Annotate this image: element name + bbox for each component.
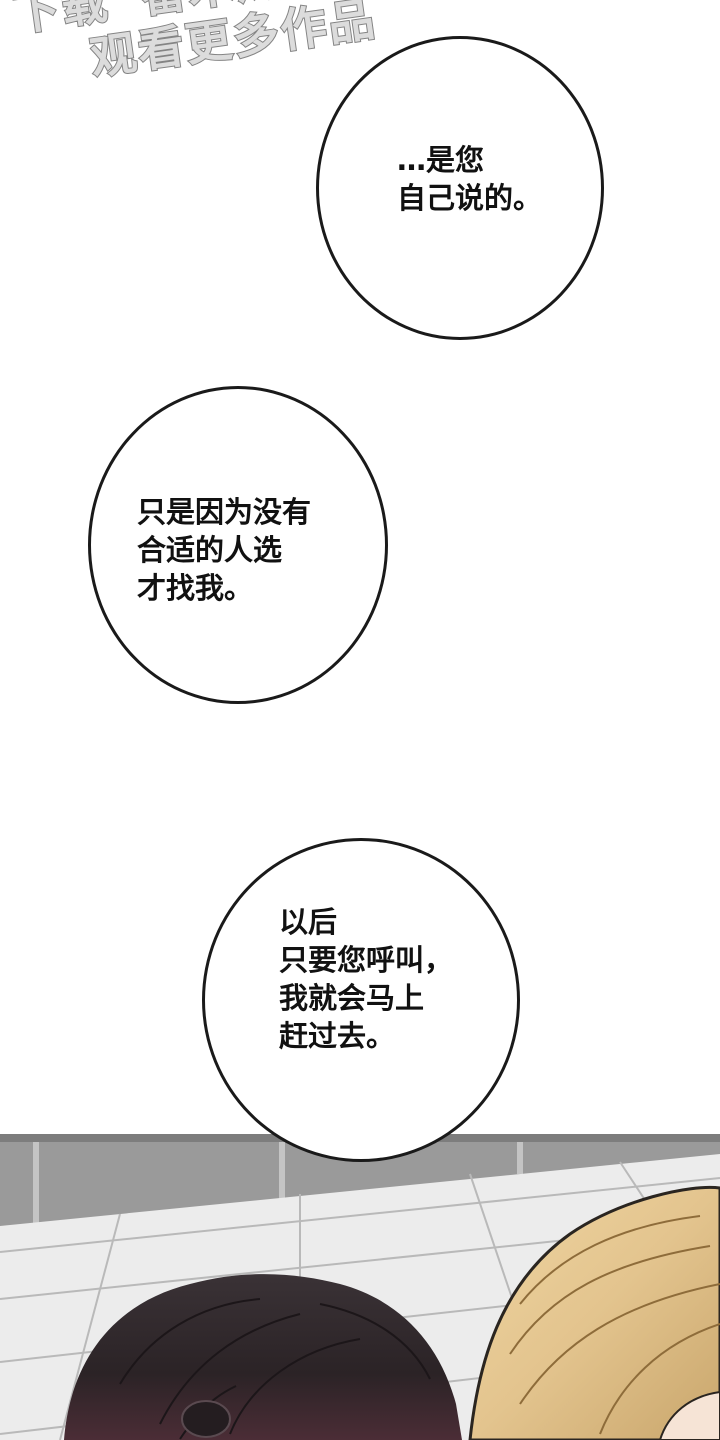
bubble-2-line-2: 合适的人选: [137, 533, 283, 567]
bubble-2-line-1: 只是因为没有: [137, 495, 312, 529]
scene-illustration: [0, 1134, 720, 1440]
dark-hair-head: [64, 1274, 462, 1440]
bottom-panel-scene: [0, 1134, 720, 1440]
scene-wall-panels: [33, 1142, 523, 1226]
bubble-1-text: …是您 自己说的。: [397, 141, 542, 217]
speech-bubble-2: 只是因为没有 合适的人选 才找我。: [88, 386, 388, 704]
blonde-hair-head: [468, 1185, 720, 1440]
bubble-2-line-3: 才找我。: [137, 571, 254, 605]
bubble-2-text: 只是因为没有 合适的人选 才找我。: [137, 493, 311, 607]
speech-bubble-3: 以后 只要您呼叫， 我就会马上 赶过去。: [202, 838, 520, 1162]
dark-hair-strands: [119, 1298, 431, 1440]
bubble-3-line-2: 只要您呼叫，: [279, 943, 454, 977]
hair-whorl: [181, 1400, 231, 1438]
blonde-hair-strands: [509, 1215, 720, 1435]
bubble-3-line-3: 我就会马上: [279, 981, 425, 1015]
bubble-3-line-4: 赶过去。: [279, 1019, 396, 1053]
bubble-1-line-2: 自己说的。: [397, 181, 543, 215]
bubble-3-text: 以后 只要您呼叫， 我就会马上 赶过去。: [279, 903, 453, 1055]
bubble-3-line-1: 以后: [279, 905, 338, 939]
bubble-1-line-1: …是您: [397, 143, 485, 177]
speech-bubble-1: …是您 自己说的。: [316, 36, 604, 340]
